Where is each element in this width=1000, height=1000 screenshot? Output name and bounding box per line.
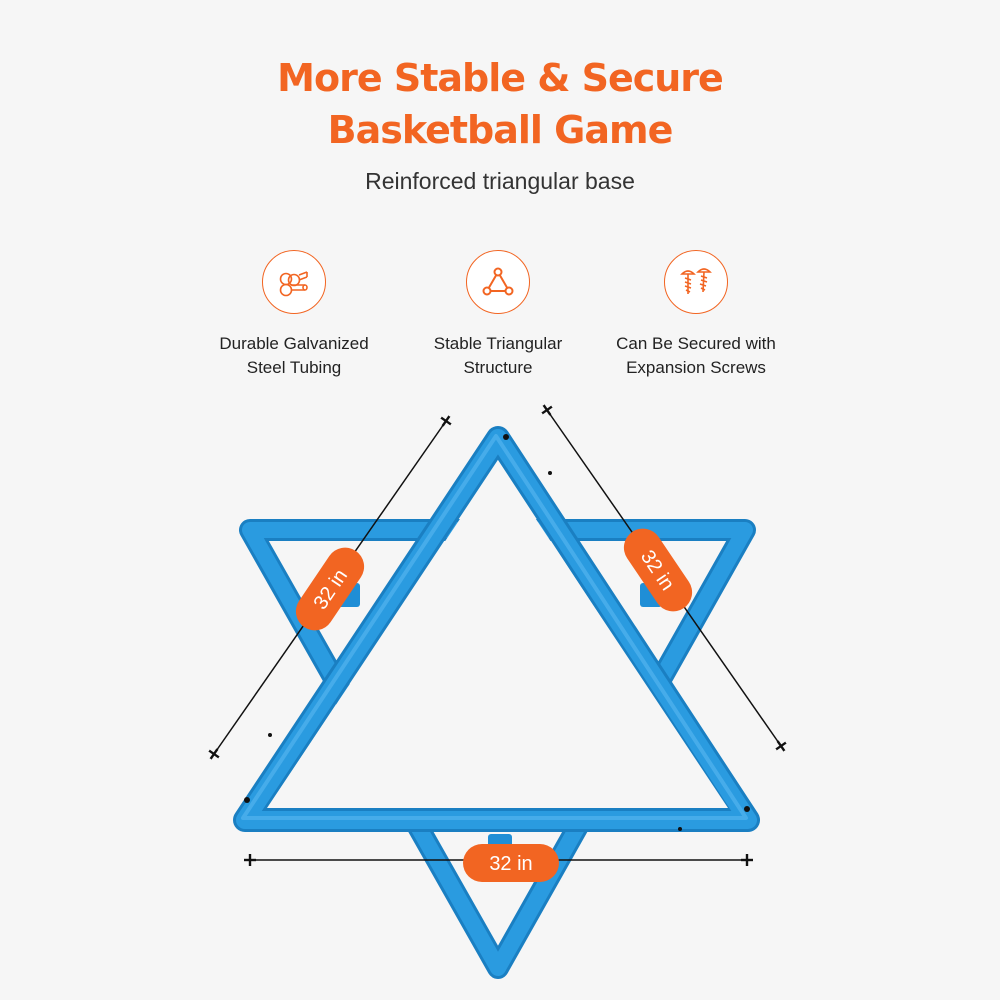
dimension-text-bottom: 32 in [489,853,532,875]
expansion-screws-icon [664,250,728,314]
feature-label-line: Stable Triangular [433,334,563,353]
title-line-1: More Stable & Secure [277,56,724,100]
feature-label-line: Can Be Secured with [616,334,776,353]
triangle-structure-icon [466,250,530,314]
frame-inner-space [267,462,728,808]
feature-triangle-structure: Stable Triangular Structure [388,250,608,380]
feature-label: Stable Triangular Structure [388,332,608,380]
feature-label-line: Steel Tubing [246,358,342,377]
page-title: More Stable & Secure Basketball Game [0,52,1000,156]
feature-label-line: Durable Galvanized [219,334,369,353]
feature-label-line: Structure [463,358,533,377]
dimension-label-bottom: 32 in [463,844,559,882]
feature-label-line: Expansion Screws [626,358,766,377]
title-line-2: Basketball Game [327,108,674,152]
feature-steel-tubing: Durable Galvanized Steel Tubing [184,250,404,380]
page-subtitle: Reinforced triangular base [365,168,635,194]
feature-expansion-screws: Can Be Secured with Expansion Screws [586,250,806,380]
steel-tubing-icon [262,250,326,314]
feature-label: Can Be Secured with Expansion Screws [586,332,806,380]
feature-label: Durable Galvanized Steel Tubing [184,332,404,380]
